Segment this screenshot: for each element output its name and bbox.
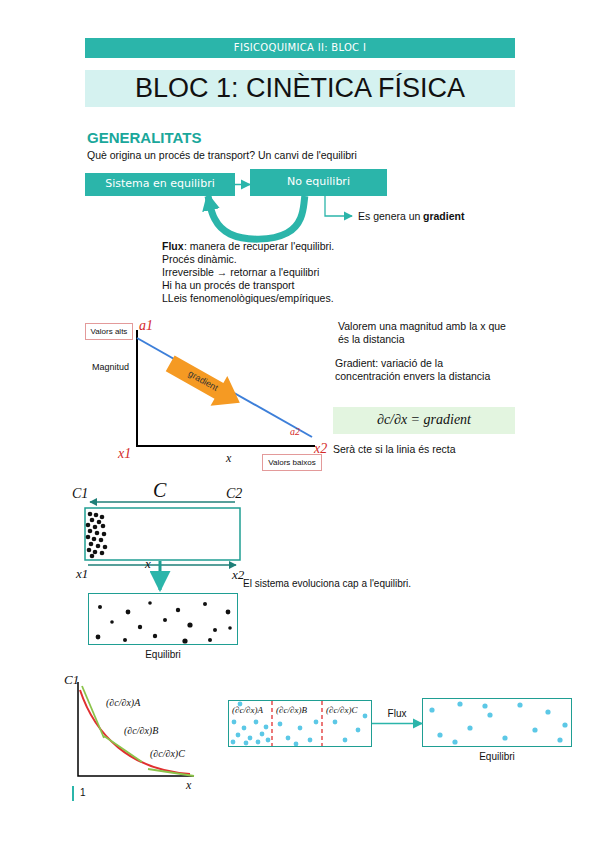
state-box: No equilibri [250,169,387,196]
box-caption: Equilibri [423,751,571,763]
note-text: Procés dinàmic. [162,253,237,266]
axis-label: x [226,451,231,465]
hand-label: C1 [72,486,88,503]
tangent-lines [82,686,194,776]
point-label: a2 [290,426,300,438]
page-number: 1 [80,787,86,799]
hand-label: x1 [76,566,88,582]
question-text: Què origina un procés de transport? Un c… [87,149,357,162]
particle-box: Equilibri [422,698,572,747]
note-text: Irreversible → retornar a l'equilibri [162,266,319,279]
note-text: Es genera un [358,210,420,223]
flow-arrow [372,723,422,725]
hand-label: x [145,556,151,572]
distance-arrow [88,564,236,565]
note-text: Serà cte si la linia és recta [333,443,456,456]
formula-box: ∂c/∂x = gradient [333,407,515,434]
container [85,508,240,560]
particles [96,601,232,643]
graph-axes [78,682,194,776]
region-label: (∂c/∂x)A [232,705,263,715]
callout-box: Valors alts [85,323,133,340]
evolution-arrow [159,561,162,590]
state-box: Sistema en equilibri [85,173,235,196]
callout-box: Valors baixos [262,454,322,471]
page-title: BLOC 1: CINÈTICA FÍSICA [135,73,465,104]
point-label: a1 [139,318,153,335]
tangent-label: (∂c/∂x)B [124,725,158,737]
leader-arrow [325,196,352,216]
tangent-label: (∂c/∂x)A [106,697,140,709]
note-text: El sistema evoluciona cap a l'equilibri. [243,578,411,590]
note-keyword: Flux [162,240,184,253]
particle-box: Equilibri [88,593,238,645]
magnitude-line [137,338,312,437]
edge-label: Flux [388,708,407,719]
concentration-arrow [90,501,235,502]
tangent-label: (∂c/∂x)C [150,748,185,760]
flow-arrow [235,184,250,186]
point-label: x1 [118,446,131,463]
header-text: FISICOQUIMICA II: BLOC I [234,42,366,54]
region-label: (∂c/∂x)C [326,705,357,715]
axis-label: Magnitud [92,362,129,373]
region-label: (∂c/∂x)B [276,705,307,715]
axis-label: x [186,778,191,792]
section-heading: GENERALITATS [87,129,201,147]
note-text: Hi ha un procés de transport [162,279,295,292]
box-label: Sistema en equilibri [105,178,215,191]
particles [86,512,108,559]
page-bar [72,786,74,801]
callout-text: Valors alts [91,327,128,336]
note-text: LLeis fenomenològiques/empíriques. [162,292,334,305]
particles [231,701,568,746]
header-band: FISICOQUIMICA II: BLOC I [85,38,515,58]
box-caption: Equilibri [89,649,237,661]
region-divider [272,701,322,746]
hand-label: C2 [226,486,242,503]
point-label: x2 [314,441,327,458]
note-text: Gradient: variació de la concentración e… [335,357,500,383]
hand-label: x2 [232,567,244,583]
note-text: : manera de recuperar l'equilibri. [184,240,334,253]
concentration-curve [80,690,190,774]
graph-axes [137,330,315,446]
callout-text: Valors baixos [268,458,315,467]
note-keyword: gradient [423,210,464,223]
gradient-arrow [162,349,248,418]
particle-box: (∂c/∂x)A (∂c/∂x)B (∂c/∂x)C [228,700,372,747]
hand-label: C [153,478,166,502]
formula: ∂c/∂x = gradient [377,412,471,428]
note-text: Valorem una magnitud amb la x que és la … [338,320,518,346]
title-band: BLOC 1: CINÈTICA FÍSICA [85,70,515,107]
hand-label: C1 [64,672,79,688]
return-arrow [208,196,305,239]
box-label: No equilibri [287,176,350,189]
